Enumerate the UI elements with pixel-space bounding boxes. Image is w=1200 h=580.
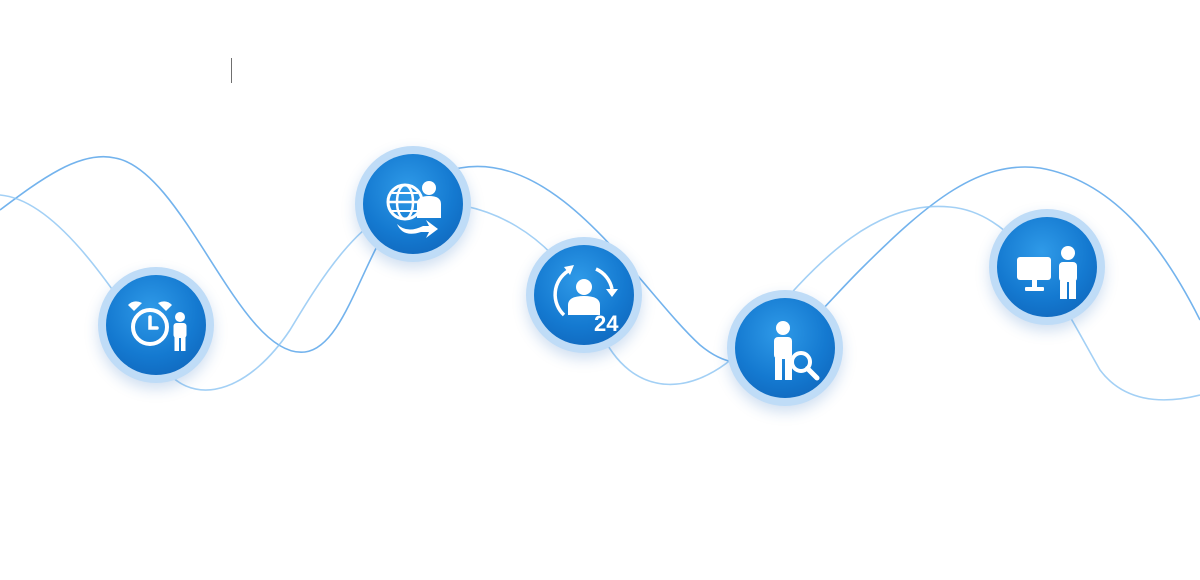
step-node-5 [989, 209, 1105, 325]
monitor-person-icon [1017, 246, 1077, 299]
person-24-hour-cycle-icon: 24 [553, 265, 619, 336]
wave-line-primary [0, 155, 1200, 364]
step-disc [363, 154, 463, 254]
step-node-4 [727, 290, 843, 406]
alarm-clock-person-icon [128, 301, 187, 351]
svg-text:24: 24 [594, 311, 619, 336]
step-disc [997, 217, 1097, 317]
step-disc [106, 275, 206, 375]
header-divider [231, 58, 232, 83]
step-node-2 [355, 146, 471, 262]
step-disc: 24 [534, 245, 634, 345]
step-disc [735, 298, 835, 398]
step-node-3: 24 [526, 237, 642, 353]
step-node-1 [98, 267, 214, 383]
person-magnifier-icon [774, 321, 820, 381]
globe-person-arrow-icon [386, 181, 441, 238]
